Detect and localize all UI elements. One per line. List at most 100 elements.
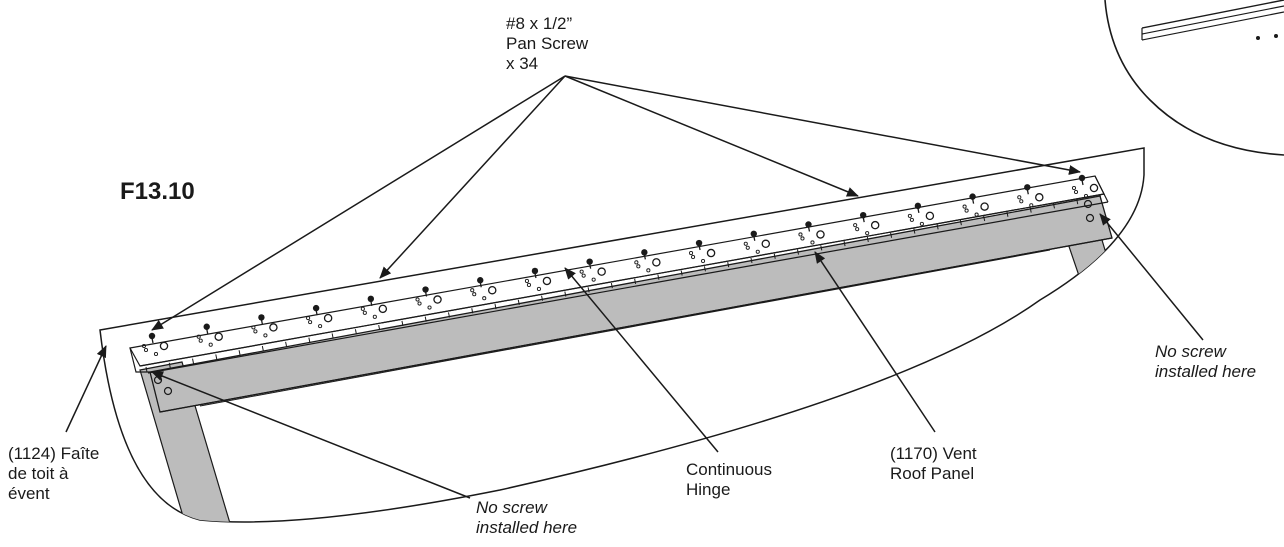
hinge-knuckle [541,295,544,301]
screw-hole-icon [636,264,641,269]
hinge-knuckle [657,274,660,280]
screw-hole-icon [853,223,858,228]
noscrew-right-line1: No screw [1155,342,1226,361]
hinge-knuckle [959,220,962,226]
noscrew-left-line1: No screw [476,498,547,517]
screw-hole-icon [263,333,268,338]
hinge-bolt-icon [487,285,497,295]
pan-screw-icon [914,202,922,214]
screw-hole-icon [482,296,487,301]
noscrew-right-callout: No screw installed here [1155,342,1256,382]
panel-callout-line2: Roof Panel [890,464,975,483]
screw-hole-icon [810,240,815,245]
hinge-knuckle [331,333,334,339]
pan-screw-icon [695,239,703,251]
pan-screw-icon [258,314,265,325]
hinge-knuckle [447,312,450,318]
screw-hole-icon [427,305,432,310]
hinge-knuckle [378,324,381,331]
noscrew-right-line2: installed here [1155,362,1257,381]
hinge-bolt-icon [1035,193,1044,202]
screw-hole-icon [974,212,979,217]
hinge-knuckle [1099,194,1102,201]
hinge-knuckle [1076,199,1079,205]
hinge-knuckle [703,266,706,272]
screw-hole-icon [907,213,912,218]
screw-hole-icon [581,273,586,278]
pan-screw-icon [969,193,976,204]
hinge-knuckle [750,257,753,264]
screw-hole-icon [208,342,213,347]
screw-hole-icon [362,310,367,315]
hinge-knuckle [890,232,893,238]
screw-hole-icon [524,278,529,283]
screw-hole-icon [579,269,584,274]
screw-callout: #8 x 1/2” Pan Screw x 34 [506,14,588,74]
pan-screw-icon [805,221,812,232]
pan-screw-icon [312,304,320,316]
hinge-knuckle [936,224,939,230]
screw-hole-icon [1019,199,1024,204]
noscrew-right-leader [1099,213,1204,341]
screw-hole-icon [865,231,870,236]
figure-id: F13.10 [120,178,195,205]
hinge-knuckle [261,345,264,352]
screw-hole-icon [306,316,311,321]
pan-screw-icon [477,277,484,288]
hinge-knuckle [1006,211,1009,217]
hinge-knuckles [141,183,1102,373]
ridge-leader [65,345,107,433]
screw-hole-icon [919,221,924,226]
screw-leader-2 [379,75,566,279]
screw-hole-icon [153,351,159,357]
screw-callout-line3: x 34 [506,54,539,73]
hinge-knuckle [820,245,823,251]
screw-leader-1 [151,75,566,331]
screw-hole-icon [1017,195,1022,200]
hinge-knuckle [168,362,171,368]
screw-hole-icon [1029,203,1034,208]
hinge-callout-line2: Hinge [686,480,731,499]
pan-screw-icon [586,258,593,269]
screw-hole-icon [143,347,149,353]
screw-hole-icon [141,343,147,349]
screw-hole-icon [691,255,696,260]
hinge-knuckle [610,282,613,289]
panel-leader [814,251,936,433]
screw-hole-icon [196,334,201,339]
screw-hole-icon [308,320,313,325]
screw-hole-icon [909,217,914,222]
hinge-knuckle [1029,207,1032,213]
hinge-knuckle [192,358,195,364]
screw-hole-icon [1073,189,1079,195]
screw-leader-3 [564,75,859,197]
screw-hole-icon [798,232,803,237]
hinge-knuckle [215,354,218,360]
detail-rail [1141,0,1284,41]
screw-hole-icon [470,288,475,293]
screw-hole-icon [800,236,805,241]
screw-hole-icon [962,204,967,209]
hinge-knuckle [471,308,474,314]
screw-hole-icon [701,259,706,264]
screw-hole-icon [634,260,639,265]
ridge-assembly [129,174,1109,374]
hinge-bolt-icon [269,323,278,332]
hinge-bolt-icon [1089,183,1099,193]
hinge-knuckle [866,236,869,243]
hinge-callout-line1: Continuous [686,460,773,479]
pan-screw-icon [203,323,210,334]
pan-screw-icon [1078,174,1086,186]
hinge-knuckle [354,329,357,335]
hinge-knuckle [843,241,846,247]
noscrew-left-line2: installed here [476,518,578,537]
pan-screw-icon [148,332,156,344]
screw-hole-icon [372,314,377,319]
screw-hole-icon [689,251,694,256]
screw-hole-icon [743,241,748,246]
screw-hole-icon [536,286,541,291]
hinge-bolt-icon [378,304,388,314]
hinge-knuckle [773,253,776,259]
screw-hole-icon [253,329,258,334]
